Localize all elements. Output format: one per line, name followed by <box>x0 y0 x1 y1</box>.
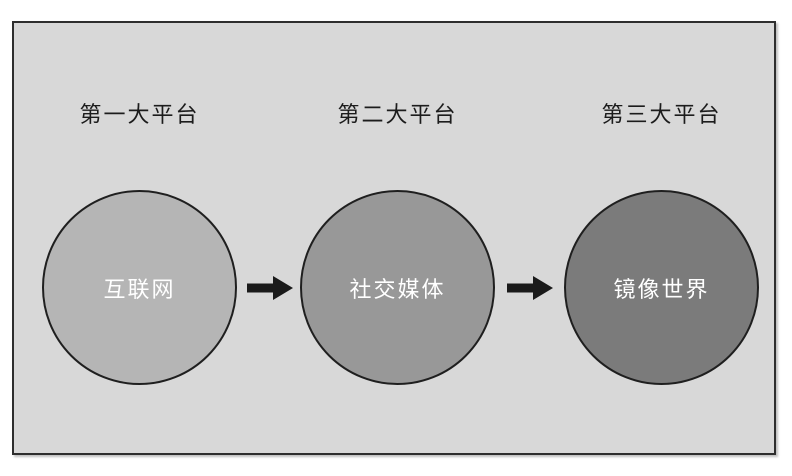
stage-circle-text: 镜像世界 <box>613 276 710 302</box>
arrow-icon <box>507 276 553 300</box>
arrow-icon <box>247 276 293 300</box>
stage-label-1: 第一大平台 <box>79 102 200 127</box>
diagram-frame: 第一大平台 第二大平台 第三大平台 互联网 社交媒体 镜像世界 <box>12 21 776 455</box>
stage-circle-internet: 互联网 <box>42 190 237 385</box>
stage-circle-mirror-world: 镜像世界 <box>564 190 759 385</box>
stage-circle-social-media: 社交媒体 <box>300 190 495 385</box>
stage-circle-text: 社交媒体 <box>349 276 446 302</box>
stage-circle-text: 互联网 <box>103 276 176 302</box>
stage-label-2: 第二大平台 <box>337 102 458 127</box>
stage-label-3: 第三大平台 <box>601 102 722 127</box>
